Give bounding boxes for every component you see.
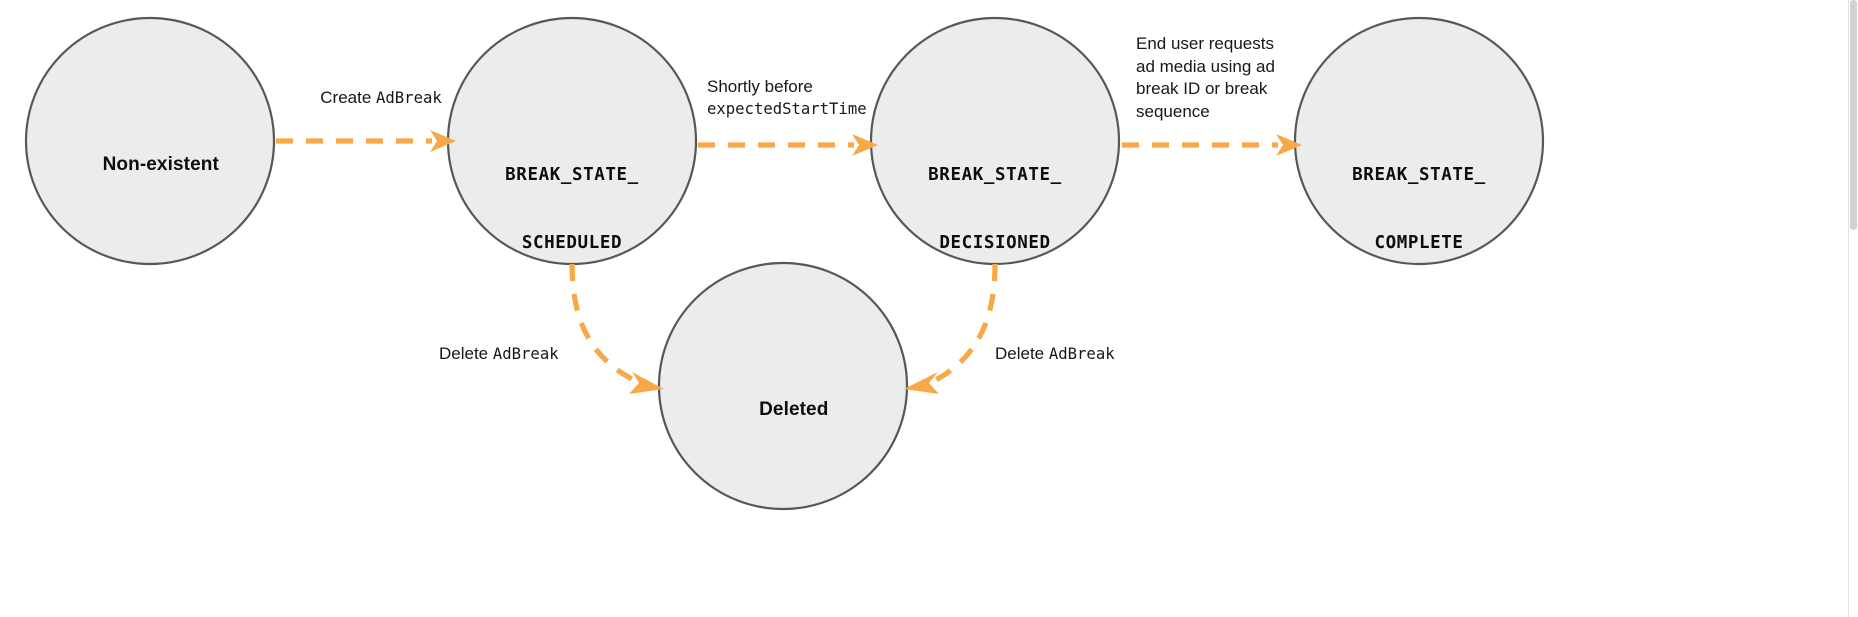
edge-delete-adbreak-from-decisioned [904, 263, 998, 394]
edge-end-user-requests-ad-media [1122, 134, 1302, 156]
vertical-scrollbar-thumb[interactable] [1850, 0, 1857, 230]
edge-create-adbreak [276, 130, 456, 152]
node-non-existent[interactable] [24, 16, 276, 266]
node-deleted[interactable] [657, 261, 909, 511]
node-break-state-decisioned[interactable] [869, 16, 1121, 266]
edge-shortly-before-expected-start-time [698, 134, 878, 156]
node-break-state-scheduled[interactable] [446, 16, 698, 266]
vertical-scrollbar-track[interactable] [1848, 0, 1858, 617]
node-break-state-complete[interactable] [1293, 16, 1545, 266]
edge-delete-adbreak-from-scheduled [569, 263, 664, 394]
